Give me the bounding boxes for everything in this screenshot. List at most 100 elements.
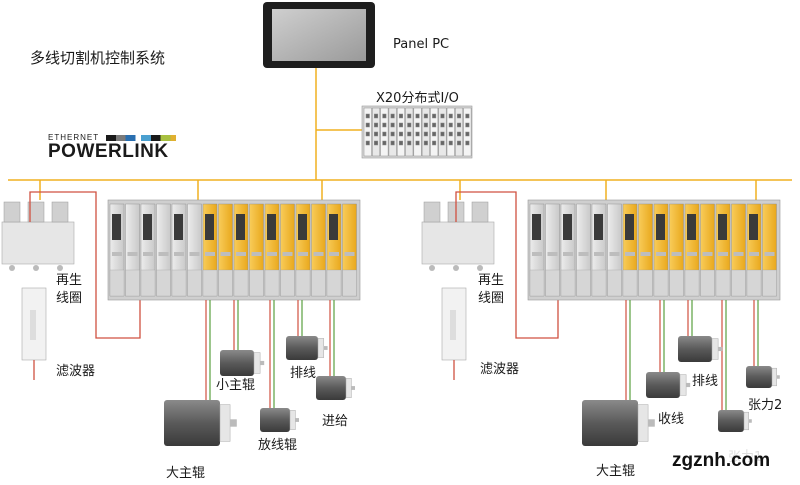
motor-shaft [686, 382, 691, 388]
io-terminal [365, 140, 370, 146]
left-payoff-motor [260, 408, 299, 432]
io-terminal [457, 113, 462, 119]
io-terminal [390, 140, 395, 146]
drive-base [311, 269, 326, 297]
io-terminal [448, 140, 453, 146]
drive-base [560, 269, 576, 297]
drive-base [684, 269, 700, 297]
io-terminal [407, 113, 412, 119]
io-terminal [432, 122, 437, 128]
drive-led [313, 252, 324, 256]
drive-led [205, 252, 215, 256]
drive-display [718, 214, 727, 240]
left-cables-red [29, 191, 141, 380]
right-regen-label: 再生 线圈 [478, 273, 505, 306]
io-terminal [423, 140, 428, 146]
io-terminal [457, 122, 462, 128]
drive-display [749, 214, 758, 240]
drive-led [625, 252, 635, 256]
drive-display [563, 214, 572, 240]
drive-base [218, 269, 233, 297]
drive-base [140, 269, 156, 297]
io-terminal [382, 131, 387, 137]
io-terminal [448, 113, 453, 119]
left-feed-motor [316, 376, 355, 400]
drive-base [187, 269, 202, 297]
motor-body [316, 376, 346, 400]
motor-shaft [718, 346, 723, 352]
io-terminal [390, 113, 395, 119]
drive-led [718, 252, 728, 256]
left-filter-label: 滤波器 [56, 364, 96, 379]
drive-display [174, 214, 183, 240]
right-takeup-motor [646, 372, 691, 398]
panel-pc [263, 2, 375, 68]
io-terminal [448, 131, 453, 137]
io-terminal [465, 122, 470, 128]
io-terminal [374, 140, 379, 146]
io-terminal [407, 122, 412, 128]
motor-flange [289, 410, 296, 430]
io-terminal [415, 140, 420, 146]
io-terminal [407, 140, 412, 146]
drive-base [295, 269, 311, 297]
drive-base [109, 269, 125, 297]
motor-flange [711, 338, 719, 360]
left-payoff-label: 放线辊 [258, 438, 298, 453]
ethernet-text: ETHERNET [48, 133, 100, 142]
io-terminal [457, 140, 462, 146]
logo-color-stripe [106, 135, 176, 141]
drive-led [282, 252, 293, 256]
left-filter [21, 287, 47, 361]
drive-led [267, 252, 277, 256]
left-small-roller-motor [220, 350, 265, 376]
motor-shaft [260, 360, 265, 366]
motor-flange [743, 411, 749, 431]
io-terminal [398, 140, 403, 146]
motor-body [260, 408, 290, 432]
drive-base [762, 269, 777, 297]
drive-led [671, 252, 682, 256]
drive-base [202, 269, 218, 297]
io-terminal [432, 113, 437, 119]
motor-shaft [295, 418, 299, 422]
drive-base [342, 269, 357, 297]
drive-led [640, 252, 651, 256]
io-terminal [423, 131, 428, 137]
drive-base [233, 269, 249, 297]
drive-base [156, 269, 171, 297]
io-terminal [398, 131, 403, 137]
right-traverse-label: 排线 [692, 374, 719, 389]
left-regen-label: 再生 线圈 [56, 273, 83, 306]
motor-body [582, 400, 638, 446]
drive-display [143, 214, 152, 240]
io-terminal [432, 140, 437, 146]
drive-display [205, 214, 214, 240]
drive-display [656, 214, 665, 240]
left-main-roller-label: 大主辊 [166, 466, 206, 481]
drive-base [591, 269, 607, 297]
io-terminal [440, 113, 445, 119]
motor-body [746, 366, 772, 388]
right-resistors [421, 201, 495, 271]
io-terminal [374, 131, 379, 137]
io-terminal [432, 131, 437, 137]
drive-base [171, 269, 187, 297]
io-terminal [382, 113, 387, 119]
io-terminal [374, 113, 379, 119]
drive-display [687, 214, 696, 240]
drive-led [143, 252, 153, 256]
motor-flange [679, 374, 687, 396]
ethernet-powerlink-logo: ETHERNET POWERLINK [48, 133, 176, 161]
io-terminal [415, 113, 420, 119]
drive-led [220, 252, 231, 256]
drive-display [532, 214, 541, 240]
motor-shaft [748, 419, 752, 423]
right-filter [441, 287, 467, 361]
drive-display [112, 214, 121, 240]
io-terminal [465, 140, 470, 146]
drive-base [669, 269, 684, 297]
left-feed-label: 进给 [322, 414, 349, 429]
drive-base [326, 269, 342, 297]
drive-base [731, 269, 746, 297]
